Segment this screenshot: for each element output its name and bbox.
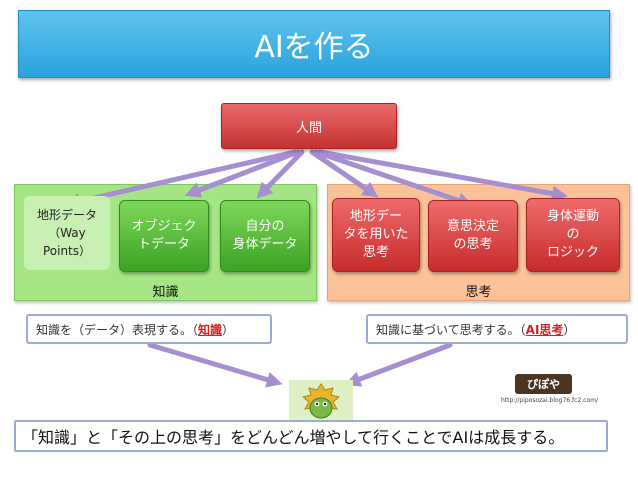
arrow-knowledge-to-ai: [147, 342, 283, 388]
arrow-to-terrain-thinking: [309, 149, 379, 198]
pipoya-logo: ぴぽや: [515, 374, 572, 394]
arrow-to-body-data: [256, 149, 305, 199]
thinking-note-suffix: ）: [563, 322, 576, 337]
slide-title: AIを作る: [254, 30, 374, 65]
arrow-thinking-to-ai: [344, 342, 453, 387]
logo-text: ぴぽや: [527, 378, 560, 391]
object-data-box: オブジェク トデータ: [119, 200, 209, 272]
terrain-data-box: 地形データ （Way Points）: [24, 196, 110, 270]
knowledge-note-highlight: 知識: [198, 322, 223, 337]
decision-thinking-line1: 意思決定: [446, 219, 499, 234]
body-data-line2: 身体データ: [232, 237, 298, 252]
human-box: 人間: [221, 103, 397, 149]
arrow-to-terrain-data: [64, 149, 298, 210]
arrow-to-body-logic: [317, 149, 568, 202]
terrain-thinking-line2: タを用いた: [343, 227, 409, 242]
body-data-line1: 自分の: [245, 219, 285, 234]
body-logic-line3: ロジック: [546, 245, 599, 260]
knowledge-note-suffix: ）: [222, 322, 235, 337]
arrow-to-object-data: [184, 149, 301, 198]
thinking-note-prefix: 知識に基づいて思考する。（: [376, 322, 526, 337]
object-data-line2: トデータ: [137, 237, 190, 252]
ai-mascot-image: [289, 380, 353, 420]
bottom-caption: 「知識」と「その上の思考」をどんどん増やして行くことでAIは成長する。: [14, 420, 608, 452]
decision-thinking-box: 意思決定 の思考: [428, 200, 518, 272]
knowledge-note: 知識を（データ）表現する。（知識）: [26, 314, 272, 344]
logo-url: http://piposozai.blog76.fc2.com/: [501, 397, 599, 404]
body-data-box: 自分の 身体データ: [220, 200, 310, 272]
body-logic-box: 身体運動 の ロジック: [526, 198, 620, 272]
title-bar: AIを作る: [18, 10, 610, 78]
knowledge-note-prefix: 知識を（データ）表現する。（: [36, 322, 199, 337]
decision-thinking-line2: の思考: [453, 237, 493, 252]
thinking-label: 思考: [465, 285, 492, 300]
terrain-thinking-box: 地形デー タを用いた 思考: [332, 198, 420, 272]
knowledge-label: 知識: [152, 285, 179, 300]
terrain-data-line2: （Way: [48, 226, 86, 240]
terrain-data-line3: Points）: [42, 244, 92, 258]
terrain-thinking-line3: 思考: [362, 245, 389, 260]
object-data-line1: オブジェク: [131, 219, 197, 234]
thinking-note-highlight: AI思考: [525, 322, 564, 337]
body-logic-line2: の: [566, 227, 580, 242]
arrow-to-decision-thinking: [313, 149, 474, 208]
body-logic-line1: 身体運動: [546, 209, 599, 224]
thinking-note: 知識に基づいて思考する。（AI思考）: [366, 314, 628, 344]
terrain-data-line1: 地形データ: [36, 208, 97, 222]
terrain-thinking-line1: 地形デー: [349, 209, 402, 224]
mascot-drawing: [301, 383, 341, 419]
